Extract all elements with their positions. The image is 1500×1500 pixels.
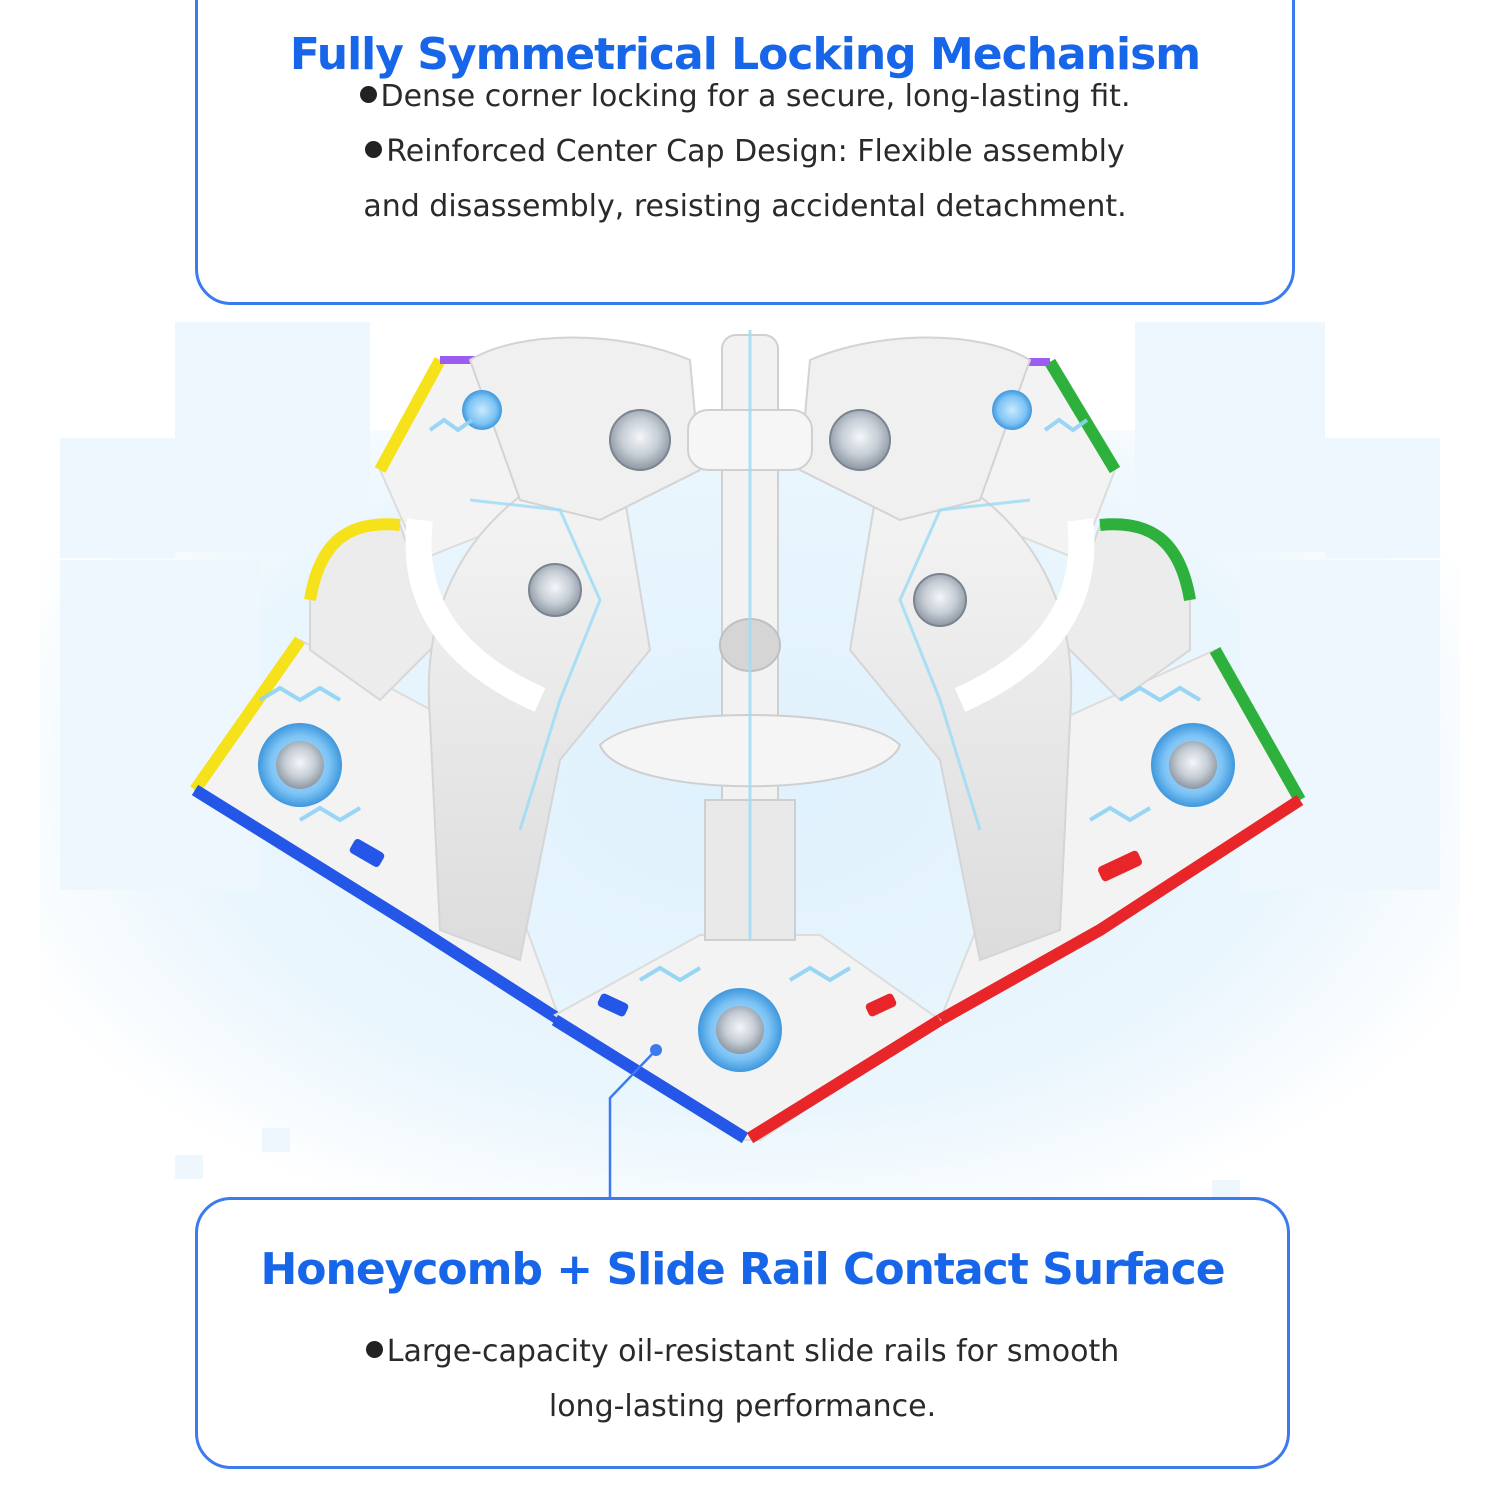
background-pixel-block: [1212, 1180, 1240, 1198]
background-pixel-block: [60, 438, 175, 558]
locking-bullet-1: Dense corner locking for a secure, long-…: [198, 79, 1292, 114]
blue-spring-ring: [1151, 723, 1235, 807]
slot-marker: [349, 839, 385, 867]
slot-marker: [1097, 850, 1143, 882]
contact-surface-title: Honeycomb + Slide Rail Contact Surface: [260, 1244, 1225, 1295]
screw-cap: [528, 563, 582, 617]
blue-spring-ring: [258, 723, 342, 807]
locking-bullet-2: Reinforced Center Cap Design: Flexible a…: [198, 134, 1292, 169]
locking-mechanism-panel: Fully Symmetrical Locking Mechanism Dens…: [195, 0, 1295, 305]
honeycomb-pattern: [258, 417, 1202, 983]
background-pixel-block: [262, 1128, 290, 1152]
blue-spring-ring: [698, 988, 782, 1072]
bullet-dot: [365, 141, 383, 158]
slot-marker: [865, 993, 897, 1017]
glow-rail: [469, 330, 1031, 940]
background-pixel-block: [175, 1155, 203, 1179]
background-pixel-block: [1240, 560, 1440, 890]
surface-bullet-1-text: Large-capacity oil-resistant slide rails…: [386, 1334, 1120, 1369]
bullet-dot: [359, 86, 377, 103]
surface-bullet-1: Large-capacity oil-resistant slide rails…: [198, 1334, 1287, 1369]
slot-marker: [597, 993, 629, 1017]
surface-bullet-1-continued: long-lasting performance.: [548, 1389, 937, 1424]
blue-spring-ring: [992, 390, 1032, 430]
screw-cap: [609, 409, 671, 471]
screw-cap: [829, 409, 891, 471]
locking-bullet-2-continued: and disassembly, resisting accidental de…: [363, 189, 1127, 224]
contact-surface-panel: Honeycomb + Slide Rail Contact Surface L…: [195, 1197, 1290, 1469]
background-pixel-block: [60, 560, 260, 890]
locking-bullet-2-text: Reinforced Center Cap Design: Flexible a…: [386, 134, 1125, 169]
background-pixel-block: [1135, 322, 1325, 552]
background-pixel-block: [175, 322, 370, 552]
bullet-dot: [365, 1341, 383, 1358]
locking-mechanism-title: Fully Symmetrical Locking Mechanism: [289, 29, 1201, 80]
cube-core: [405, 334, 1095, 962]
callout-connector: [608, 1044, 662, 1197]
locking-bullet-1-text: Dense corner locking for a secure, long-…: [380, 79, 1131, 114]
background-pixel-block: [1325, 438, 1440, 558]
screw-cap: [913, 573, 967, 627]
